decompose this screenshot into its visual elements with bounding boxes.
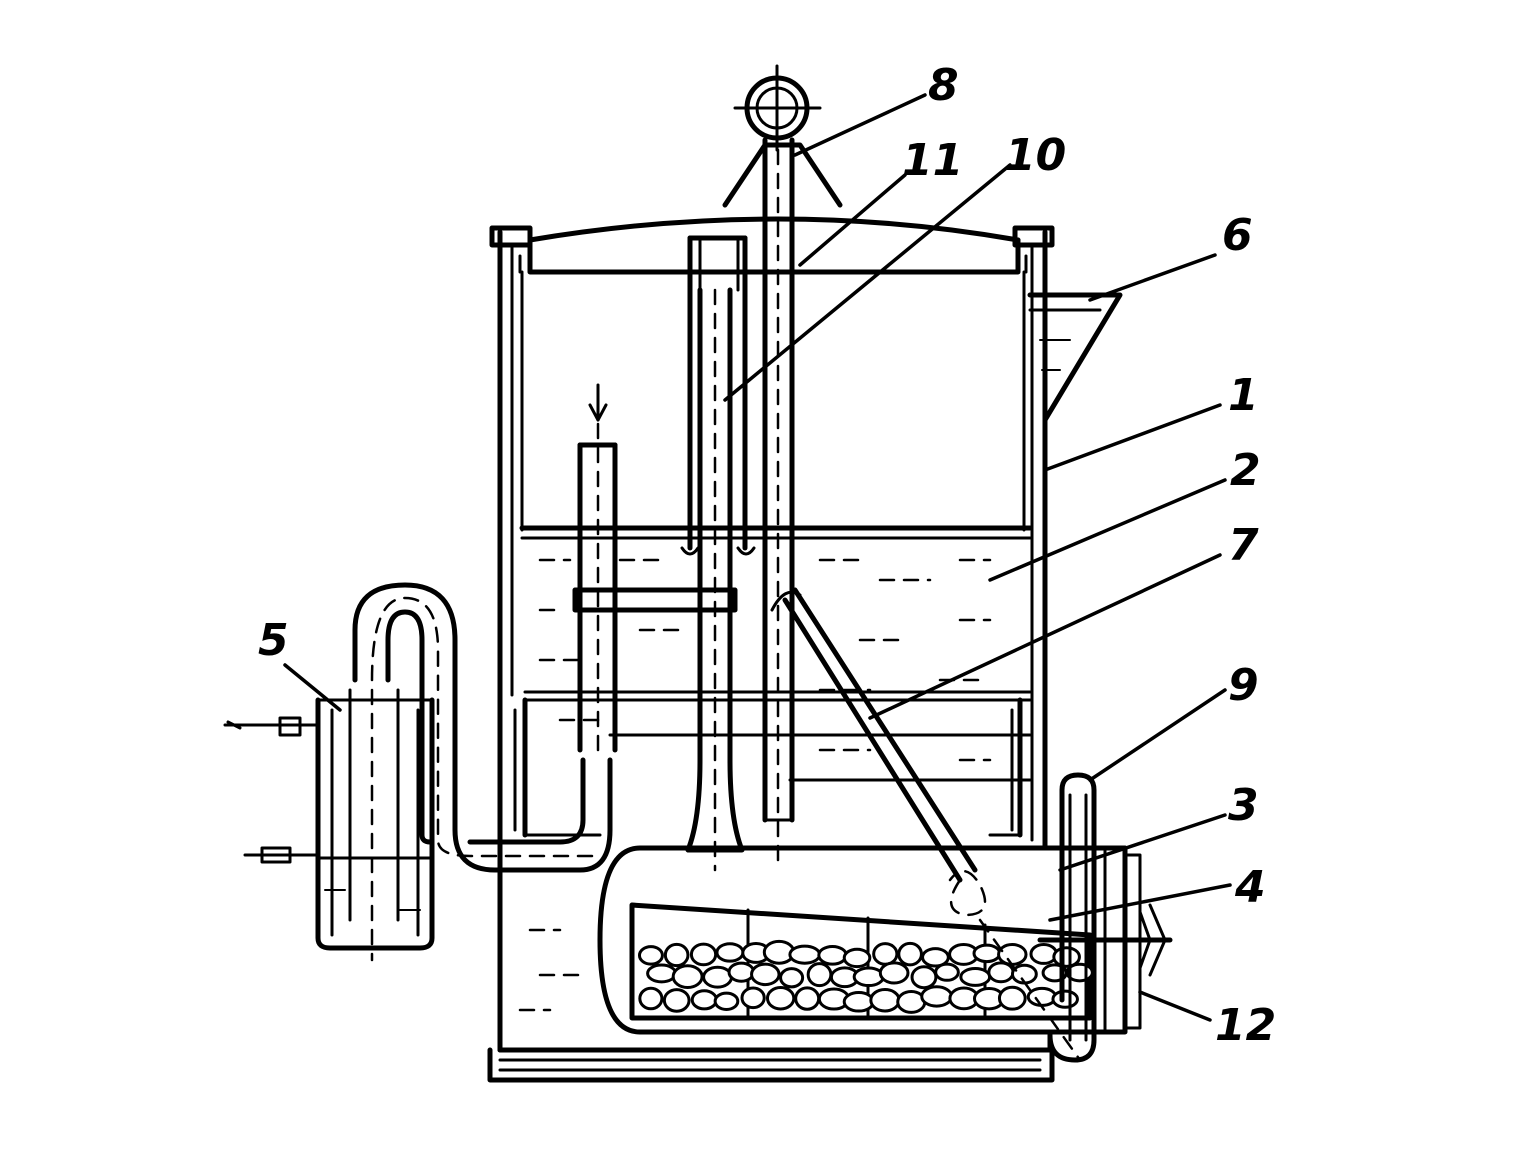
callout-11: 11 [902,135,963,186]
filler-funnel [1027,292,1123,423]
carbide-lump [646,963,678,984]
carbide-lump [638,986,664,1011]
carbide-lump [872,942,899,966]
callout-5: 5 [258,615,289,666]
carbide-lumps [637,939,1094,1014]
carbide-lump [997,985,1027,1011]
carbide-lump [663,942,690,968]
carbide-lump [934,962,960,982]
carbide-lump [878,961,910,985]
leader-lines [283,93,1232,1022]
carbide-lump [794,986,821,1011]
carbide-lump [689,942,718,967]
valve-handwheel [733,64,822,152]
carbide-lump [921,947,950,968]
carbide-lump [842,947,872,969]
carbide-lump [806,962,833,988]
spiral-coil [948,870,1082,1062]
carbide-lump [713,991,740,1011]
carbide-lump [1029,942,1058,965]
carbide-lump [1026,986,1058,1007]
carbide-lump [972,943,1002,964]
callout-7: 7 [1228,520,1259,571]
carbide-lump [750,962,781,987]
callout-labels: 8 11 10 6 1 2 7 9 3 4 12 5 [258,60,1276,1051]
callout-12: 12 [1215,1000,1276,1051]
carbide-lump [662,988,691,1013]
carbide-lump [671,964,704,990]
carbide-lump [765,986,796,1011]
carbide-lump [817,944,848,966]
callout-3: 3 [1228,780,1259,831]
callout-2: 2 [1230,445,1261,496]
callout-1: 1 [1228,370,1259,421]
carbide-lump [637,945,664,966]
carbide-lump [910,965,938,990]
carbide-lump [987,961,1015,984]
water-seal-vessel [223,688,435,962]
carbide-lump [869,987,901,1013]
gas-bell [520,270,1026,532]
pipe-7 [770,587,978,883]
carbide-lump [842,991,875,1013]
carbide-lump [690,989,718,1011]
carbide-lump [897,941,923,967]
lid [518,142,1028,275]
carbide-lump [715,942,745,963]
callout-8: 8 [928,60,959,111]
carbide-lump [852,966,885,988]
carbide-lump [959,967,992,987]
wing-screw [1037,903,1173,977]
carbide-lump [920,985,954,1008]
central-tube-11 [680,235,756,872]
water-body [518,525,1033,1012]
callout-6: 6 [1222,210,1253,261]
carbide-lump [727,961,756,983]
inlet-tube [572,383,738,762]
callout-10: 10 [1005,130,1066,181]
callout-4: 4 [1234,862,1266,913]
callout-9: 9 [1228,660,1259,711]
carbide-lump [702,965,734,989]
inner-sleeve [513,690,1032,838]
carbide-lump [788,944,822,965]
outer-vessel [487,225,1055,1083]
valve-rod-10 [762,137,795,862]
siphon-tube [352,582,613,873]
carbide-lump [779,967,805,989]
carbide-lump [1051,989,1079,1009]
carbide-lump [740,986,766,1010]
